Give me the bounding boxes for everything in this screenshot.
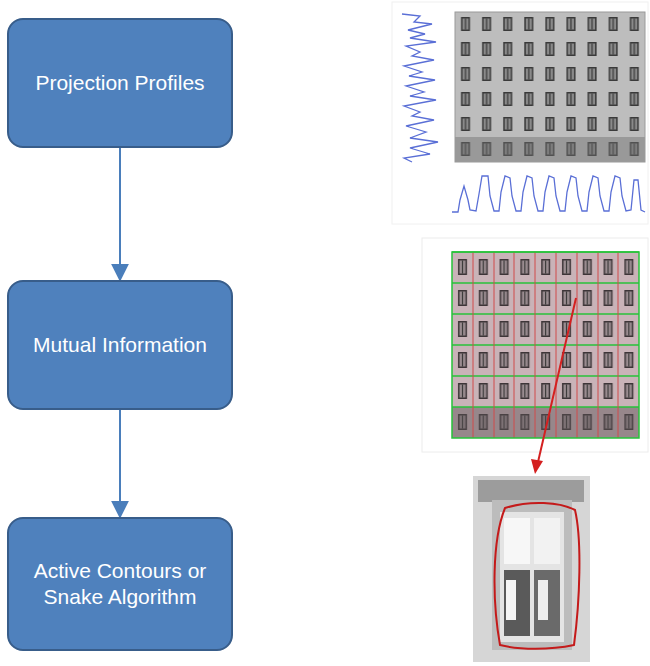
flow-arrow xyxy=(119,410,121,517)
process-box: Projection Profiles xyxy=(7,18,233,148)
process-box: Mutual Information xyxy=(7,280,233,410)
process-box: Active Contours or Snake Algorithm xyxy=(7,517,233,651)
box-label: Active Contours or Snake Algorithm xyxy=(25,558,215,611)
flow-arrow xyxy=(119,148,121,280)
box-label: Projection Profiles xyxy=(35,70,204,96)
box-label: Mutual Information xyxy=(33,332,207,358)
